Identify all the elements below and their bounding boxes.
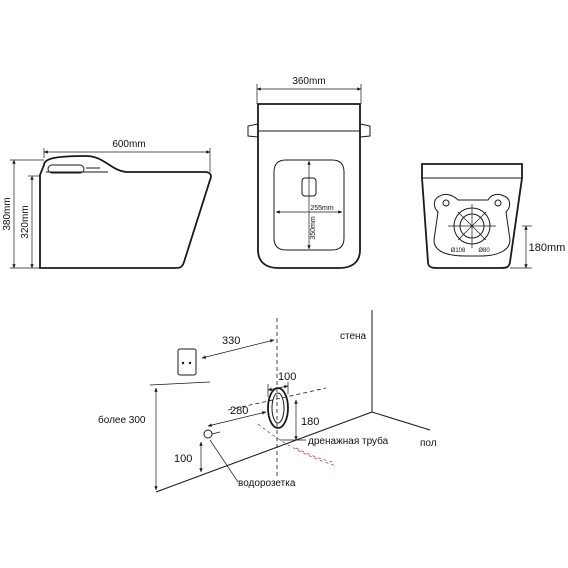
- side-view: 600mm 380mm 320mm: [2, 139, 212, 269]
- front-inner-width-label: 255mm: [310, 205, 334, 212]
- wall-base-line: [155, 411, 373, 493]
- rear-height-label: 180mm: [529, 242, 566, 254]
- water-socket-label: водорозетка: [238, 478, 296, 489]
- drain-label: дренажная труба: [308, 435, 389, 447]
- rear-view-body: [421, 163, 523, 269]
- side-width-label: 600mm: [112, 139, 145, 150]
- front-view-opening: [273, 159, 345, 251]
- installation-view: стена пол 330 более 300 100 180 280: [98, 310, 437, 493]
- rear-view: Ø108 Ø80 180mm: [421, 163, 566, 269]
- dim-100-left-label: 100: [174, 453, 192, 465]
- dim-100-top-label: 100: [278, 371, 296, 383]
- side-height-inner-label: 320mm: [20, 205, 31, 238]
- front-view-body: [257, 103, 361, 269]
- side-view-body: [39, 155, 212, 269]
- dim-180-label: 180: [301, 416, 319, 428]
- front-width-label: 360mm: [292, 76, 325, 87]
- drain-pipe-inner: [271, 392, 285, 424]
- water-socket: [203, 429, 213, 439]
- wall-label: стена: [340, 331, 367, 342]
- side-height-outer-label: 380mm: [2, 197, 13, 230]
- more-than-300-label: более 300: [98, 414, 146, 426]
- rear-dia-small-label: Ø80: [478, 248, 490, 254]
- dim-280-label: 280: [230, 405, 248, 417]
- mounting-plate: [177, 348, 197, 376]
- front-inner-height-label: 350mm: [310, 216, 317, 240]
- rear-dia-large-label: Ø108: [451, 248, 466, 254]
- drain-pipe-outer: [267, 387, 289, 429]
- floor-label: пол: [420, 438, 437, 449]
- floor-line: [371, 411, 431, 431]
- dim-330-label: 330: [222, 335, 240, 347]
- front-view: 360mm 255mm 350mm: [247, 76, 371, 269]
